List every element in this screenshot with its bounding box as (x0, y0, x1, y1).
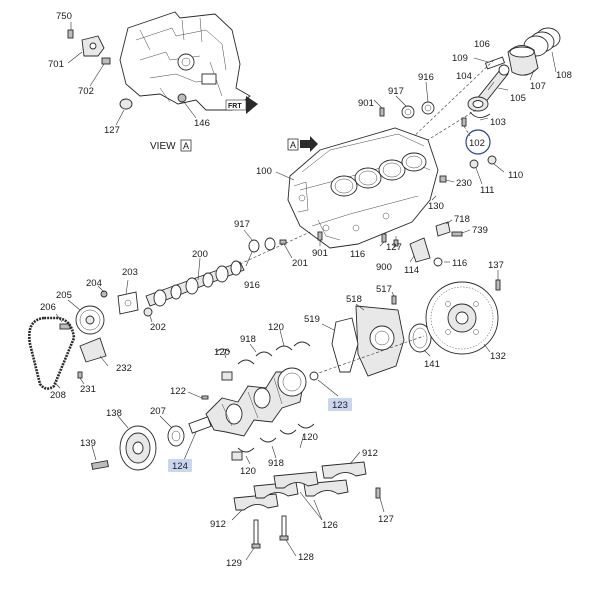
callout-122: 122 (170, 386, 186, 397)
callout-208: 208 (50, 390, 66, 401)
callout-104: 104 (456, 71, 472, 82)
callout-918: 918 (268, 458, 284, 469)
callout-203: 203 (122, 267, 138, 278)
callout-107: 107 (530, 81, 546, 92)
callout-202: 202 (150, 322, 166, 333)
callout-146: 146 (194, 118, 210, 129)
upper-bearings (373, 81, 435, 119)
timing-chain-icon (28, 316, 76, 390)
callout-109: 109 (452, 53, 468, 64)
callout-137: 137 (488, 260, 504, 271)
callout-916: 916 (244, 280, 260, 291)
callout-105: 105 (510, 93, 526, 104)
rear-seal-icon (408, 323, 432, 353)
callout-116: 116 (452, 258, 467, 269)
callout-127: 127 (386, 242, 402, 253)
callout-201: 201 (292, 258, 308, 269)
front-arrow-icon (225, 96, 258, 114)
plug-702-icon (101, 57, 111, 65)
callout-917: 917 (388, 86, 404, 97)
callout-108: 108 (556, 70, 572, 81)
callout-901: 901 (358, 98, 374, 109)
callout-110: 110 (508, 170, 523, 181)
engine-block: A (275, 127, 505, 267)
callout-912: 912 (210, 519, 226, 530)
callout-120: 120 (240, 466, 256, 477)
callout-127: 127 (378, 514, 394, 525)
callout-highlight-124 (168, 459, 192, 472)
callout-204: 204 (86, 278, 102, 289)
rod-bearing-icon (469, 111, 491, 118)
callout-231: 231 (80, 384, 96, 395)
callout-130: 130 (428, 201, 444, 212)
callout-120: 120 (302, 432, 318, 443)
callout-highlight-123 (328, 398, 352, 411)
callout-916: 916 (418, 72, 434, 83)
marker-arrow-icon (300, 136, 318, 152)
callout-230: 230 (456, 178, 472, 189)
callout-129: 129 (226, 558, 242, 569)
callout-205: 205 (56, 290, 72, 301)
callout-739: 739 (472, 225, 488, 236)
callout-141: 141 (424, 359, 440, 370)
callout-126: 126 (322, 520, 338, 531)
crankshaft (91, 367, 339, 471)
callout-207: 207 (150, 406, 166, 417)
callout-124: 124 (172, 461, 188, 472)
callout-139: 139 (80, 438, 96, 449)
callout-206: 206 (40, 302, 56, 313)
rod-bolt-icon (461, 117, 467, 127)
rear-components (309, 270, 501, 377)
plug-146-icon (177, 93, 187, 103)
view-a-letter-box (180, 139, 192, 152)
camshaft (145, 229, 311, 307)
marker-a-letter: A (290, 140, 296, 150)
bolt-127-icon (119, 98, 133, 110)
callout-111: 111 (480, 185, 494, 196)
callout-127: 127 (104, 125, 120, 136)
callout-132: 132 (490, 351, 506, 362)
callout-917: 917 (234, 219, 250, 230)
callout-116: 116 (350, 249, 365, 260)
callout-701: 701 (48, 59, 64, 70)
bolt-750-icon (67, 29, 74, 39)
timing-components (28, 279, 153, 390)
marker-a-box (287, 138, 299, 151)
callout-200: 200 (192, 249, 208, 260)
view-a-letter: A (183, 141, 189, 151)
callout-702: 702 (78, 86, 94, 97)
front-label: FRT (228, 103, 242, 110)
callout-114: 114 (404, 265, 419, 276)
callout-labels: 750 701 702 127 146 106 109 108 104 107 … (40, 11, 572, 569)
callout-517: 517 (376, 284, 392, 295)
callout-912: 912 (362, 448, 378, 459)
callout-518: 518 (346, 294, 362, 305)
bearing-caps (231, 451, 385, 561)
callout-123: 123 (332, 400, 348, 411)
callout-232: 232 (116, 363, 132, 374)
callout-120: 120 (214, 347, 230, 358)
callout-100: 100 (256, 166, 272, 177)
callout-519: 519 (304, 314, 320, 325)
callout-918: 918 (240, 334, 256, 345)
callout-900: 900 (376, 262, 392, 273)
view-a-inset: FRT VIEW A (67, 11, 258, 152)
crank-sprocket-icon (167, 425, 185, 447)
callout-750: 750 (56, 11, 72, 22)
view-a-caption: VIEW (150, 141, 176, 152)
callout-120: 120 (268, 322, 284, 333)
main-bearings (215, 329, 315, 465)
callout-128: 128 (298, 552, 314, 563)
callout-102: 102 (469, 138, 485, 149)
callout-106: 106 (474, 39, 490, 50)
callout-circle-102 (465, 129, 491, 155)
callout-103: 103 (490, 117, 506, 128)
callout-138: 138 (106, 408, 122, 419)
piston-assembly (401, 27, 561, 157)
callout-718: 718 (454, 214, 470, 225)
callout-901: 901 (312, 248, 328, 259)
